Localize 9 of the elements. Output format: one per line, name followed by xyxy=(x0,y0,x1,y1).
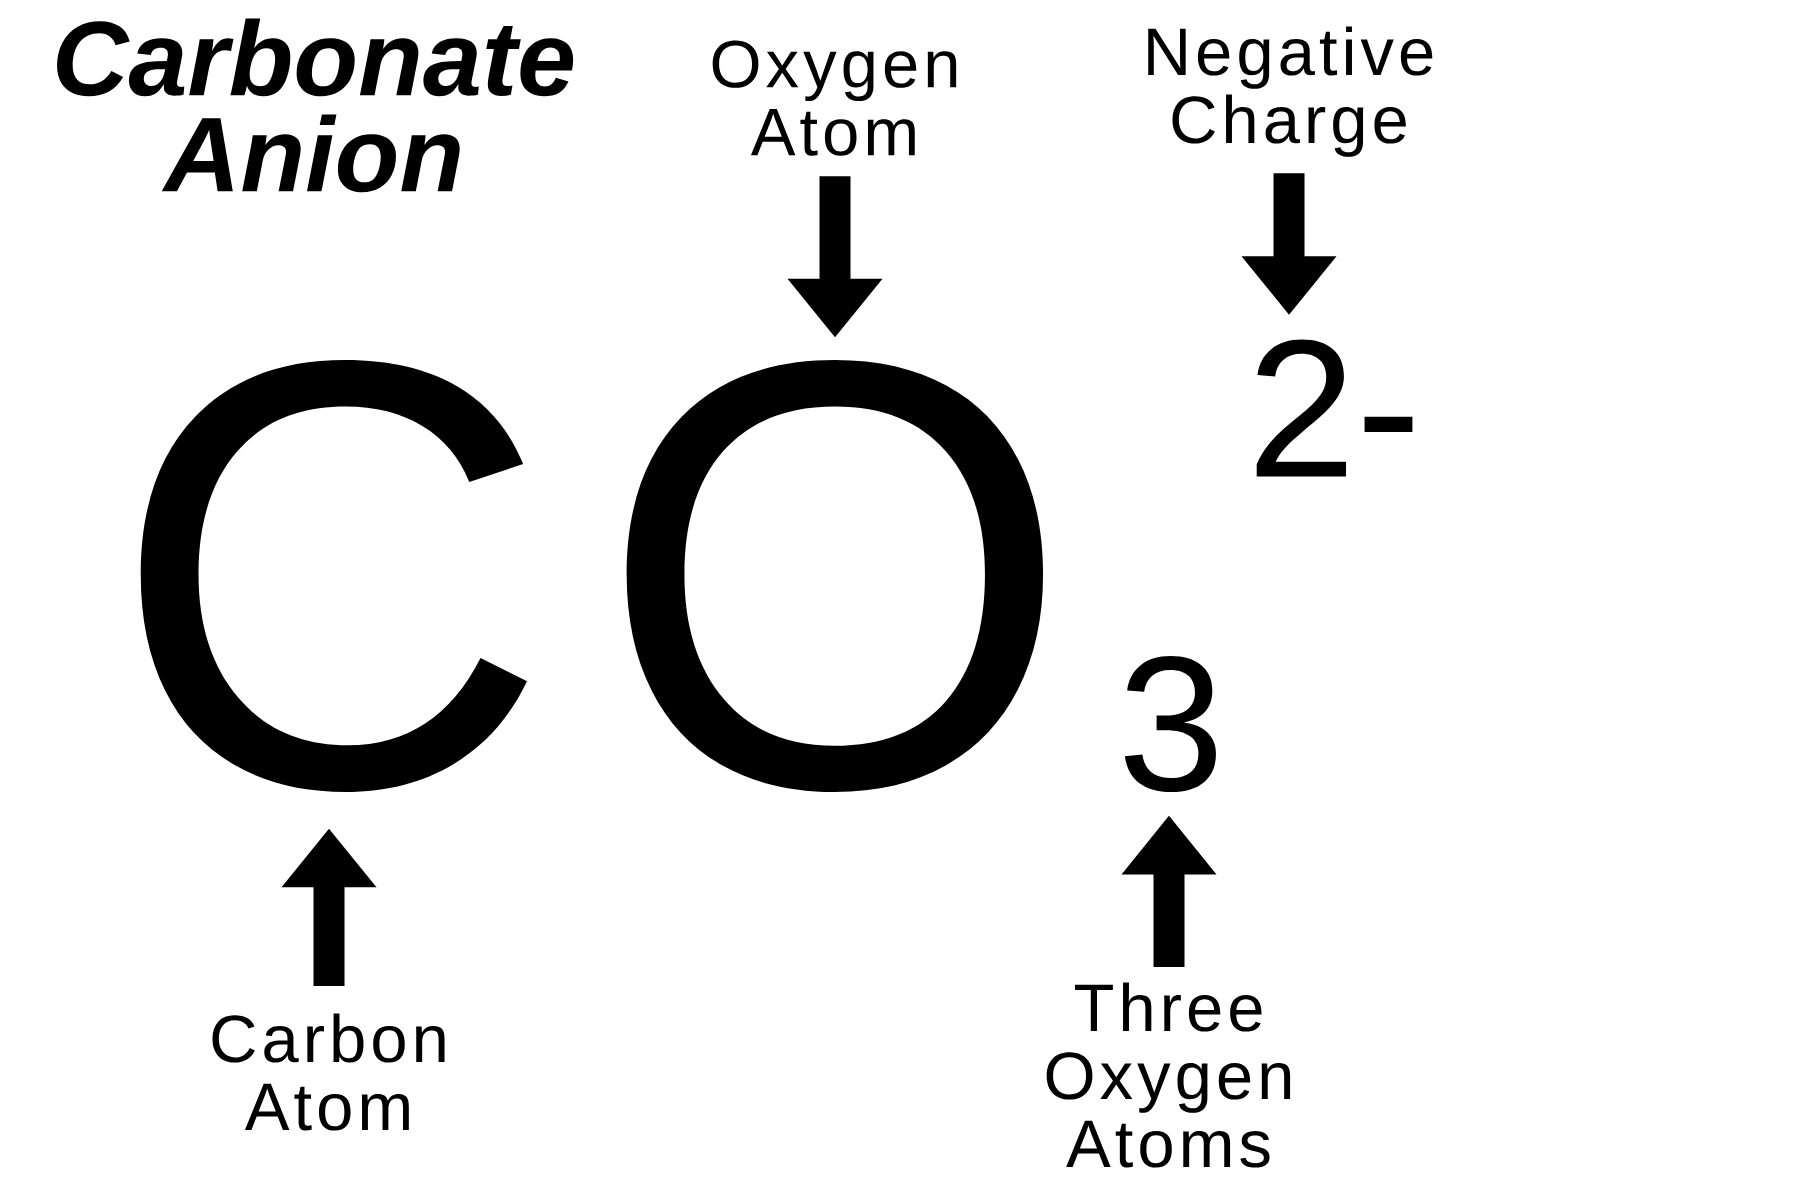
element-symbol: C xyxy=(140,360,527,792)
title: Carbonate Anion xyxy=(57,18,574,193)
annotation-label: Oxygen Atom xyxy=(712,40,957,156)
annotation-label: Negative Charge xyxy=(1148,26,1433,157)
charge-superscript: 2- xyxy=(1256,339,1413,477)
subscript-number: 3 xyxy=(1124,656,1216,792)
annotation-label: Three Oxygen Atoms xyxy=(1046,982,1291,1168)
element-symbol: O xyxy=(626,360,1044,792)
annotation-label: Carbon Atom xyxy=(212,1013,445,1131)
